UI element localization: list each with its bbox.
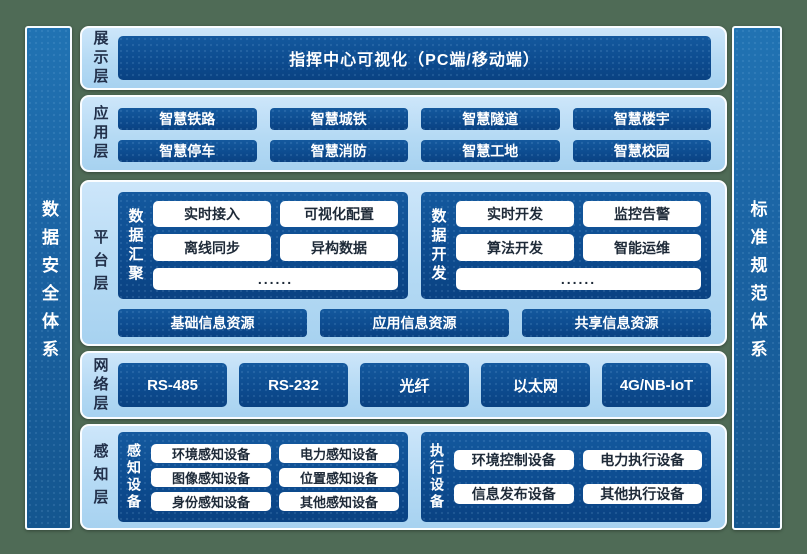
app-box-fire: 智慧消防: [269, 140, 408, 162]
presentation-title-box: 指挥中心可视化（PC端/移动端）: [118, 36, 711, 80]
layer-label-platform: 平台层: [82, 182, 118, 344]
pillar-data-security-label: 数据安全体系: [39, 199, 58, 368]
platform-chip-realtime-dev: 实时开发: [456, 201, 574, 228]
platform-group-data-development: 数据开发 实时开发 监控告警 算法开发 智能运维 ......: [421, 192, 711, 299]
platform-development-chips: 实时开发 监控告警 算法开发 智能运维 ......: [456, 201, 701, 291]
platform-chip-realtime-access: 实时接入: [153, 201, 271, 228]
perception-group-execution-label: 执行设备: [428, 443, 446, 511]
perception-content: 感知设备 环境感知设备 电力感知设备 图像感知设备 位置感知设备 身份感知设备 …: [118, 426, 725, 528]
network-box-4g-nbiot: 4G/NB-IoT: [602, 363, 711, 407]
app-box-parking: 智慧停车: [118, 140, 257, 162]
device-chip-image-sensing: 图像感知设备: [151, 467, 271, 487]
network-row: RS-485 RS-232 光纤 以太网 4G/NB-IoT: [118, 353, 725, 417]
platform-chip-development-more: ......: [456, 267, 701, 291]
app-box-building: 智慧楼宇: [572, 108, 711, 130]
layer-panel-perception: 感知层 感知设备 环境感知设备 电力感知设备 图像感知设备 位置感知设备 身份感…: [80, 424, 727, 530]
app-box-site: 智慧工地: [421, 140, 560, 162]
resource-box-basic: 基础信息资源: [118, 309, 307, 337]
platform-groups-row: 数据汇聚 实时接入 可视化配置 离线同步 异构数据 ...... 数据开发: [118, 192, 711, 299]
layer-panel-platform: 平台层 数据汇聚 实时接入 可视化配置 离线同步 异构数据 ......: [80, 180, 727, 346]
perception-group-sensing: 感知设备 环境感知设备 电力感知设备 图像感知设备 位置感知设备 身份感知设备 …: [118, 432, 408, 522]
layer-label-application-text: 应用层: [91, 105, 109, 162]
execution-device-chips: 环境控制设备 电力执行设备 信息发布设备 其他执行设备: [454, 447, 702, 507]
perception-group-sensing-label: 感知设备: [125, 443, 143, 511]
platform-group-data-aggregation: 数据汇聚 实时接入 可视化配置 离线同步 异构数据 ......: [118, 192, 408, 299]
layer-panel-presentation: 展示层 指挥中心可视化（PC端/移动端）: [80, 26, 727, 90]
pillar-data-security: 数据安全体系: [25, 26, 72, 530]
resource-box-application: 应用信息资源: [320, 309, 509, 337]
device-chip-location-sensing: 位置感知设备: [279, 467, 399, 487]
layer-label-presentation-text: 展示层: [91, 29, 109, 87]
platform-content: 数据汇聚 实时接入 可视化配置 离线同步 异构数据 ...... 数据开发: [118, 182, 725, 344]
platform-group-development-label: 数据开发: [429, 201, 447, 290]
layer-label-platform-text: 平台层: [91, 228, 109, 298]
platform-group-development-label-text: 数据开发: [429, 207, 447, 284]
resource-box-shared: 共享信息资源: [522, 309, 711, 337]
app-box-campus: 智慧校园: [572, 140, 711, 162]
layer-label-presentation: 展示层: [82, 28, 118, 88]
layer-label-network: 网络层: [82, 353, 118, 417]
network-box-rs232: RS-232: [239, 363, 348, 407]
layer-panel-network: 网络层 RS-485 RS-232 光纤 以太网 4G/NB-IoT: [80, 351, 727, 419]
application-grid: 智慧铁路 智慧城铁 智慧隧道 智慧楼宇 智慧停车 智慧消防 智慧工地 智慧校园: [118, 97, 725, 170]
device-chip-other-exec: 其他执行设备: [582, 484, 702, 504]
platform-chip-heterogeneous-data: 异构数据: [280, 234, 398, 261]
platform-chip-smart-ops: 智能运维: [583, 234, 701, 261]
device-chip-other-sensing: 其他感知设备: [279, 491, 399, 511]
presentation-content: 指挥中心可视化（PC端/移动端）: [118, 28, 725, 88]
device-chip-power-exec: 电力执行设备: [582, 450, 702, 470]
platform-group-aggregation-label: 数据汇聚: [126, 201, 144, 290]
network-box-rs485: RS-485: [118, 363, 227, 407]
device-chip-info-publish: 信息发布设备: [454, 484, 574, 504]
device-chip-identity-sensing: 身份感知设备: [151, 491, 271, 511]
sensing-device-chips: 环境感知设备 电力感知设备 图像感知设备 位置感知设备 身份感知设备 其他感知设…: [151, 443, 399, 511]
platform-group-aggregation-label-text: 数据汇聚: [126, 207, 144, 284]
perception-group-sensing-label-text: 感知设备: [126, 443, 142, 511]
platform-chip-visual-config: 可视化配置: [280, 201, 398, 228]
platform-chip-offline-sync: 离线同步: [153, 234, 271, 261]
platform-chip-algorithm-dev: 算法开发: [456, 234, 574, 261]
platform-aggregation-chips: 实时接入 可视化配置 离线同步 异构数据 ......: [153, 201, 398, 291]
layer-label-perception: 感知层: [82, 426, 118, 528]
layer-label-perception-text: 感知层: [91, 442, 109, 512]
network-box-ethernet: 以太网: [481, 363, 590, 407]
perception-group-execution: 执行设备 环境控制设备 电力执行设备 信息发布设备 其他执行设备: [421, 432, 711, 522]
platform-resources-row: 基础信息资源 应用信息资源 共享信息资源: [118, 309, 711, 337]
app-box-tunnel: 智慧隧道: [421, 108, 560, 130]
device-chip-env-sensing: 环境感知设备: [151, 443, 271, 463]
app-box-railway: 智慧铁路: [118, 108, 257, 130]
device-chip-env-control: 环境控制设备: [454, 450, 574, 470]
pillar-standards: 标准规范体系: [732, 26, 782, 530]
network-box-fiber: 光纤: [360, 363, 469, 407]
layer-label-network-text: 网络层: [91, 356, 109, 414]
platform-chip-aggregation-more: ......: [153, 267, 398, 291]
device-chip-power-sensing: 电力感知设备: [279, 443, 399, 463]
platform-chip-monitor-alert: 监控告警: [583, 201, 701, 228]
perception-group-execution-label-text: 执行设备: [429, 443, 445, 511]
layer-label-application: 应用层: [82, 97, 118, 170]
pillar-standards-label: 标准规范体系: [747, 199, 767, 368]
app-box-metro: 智慧城铁: [269, 108, 408, 130]
layer-panel-application: 应用层 智慧铁路 智慧城铁 智慧隧道 智慧楼宇 智慧停车 智慧消防 智慧工地 智…: [80, 95, 727, 172]
